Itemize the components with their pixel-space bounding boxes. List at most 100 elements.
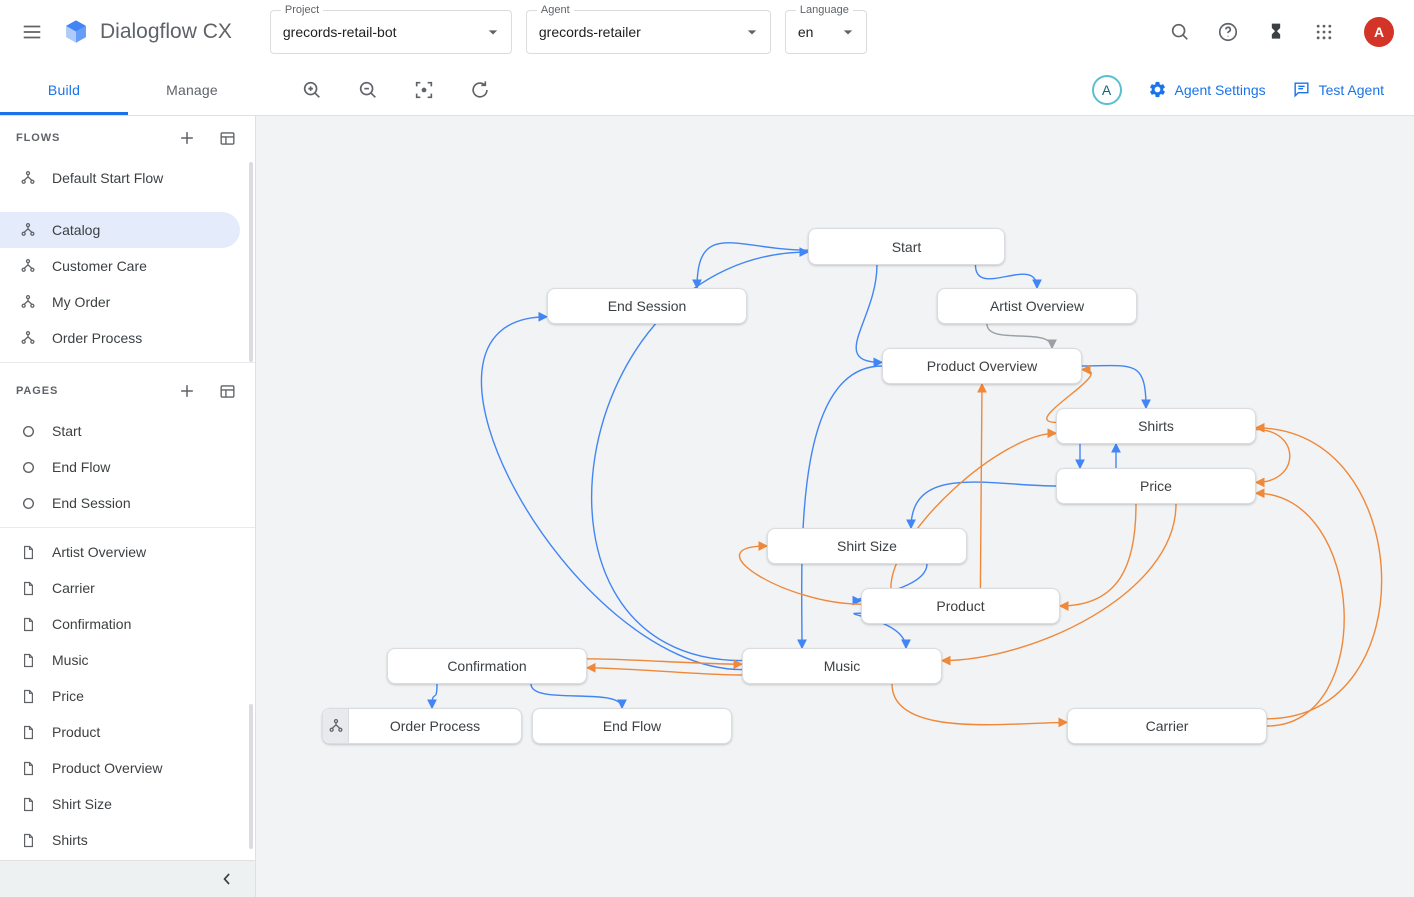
page-item-label: End Session bbox=[52, 495, 131, 511]
node-price[interactable]: Price bbox=[1056, 468, 1256, 504]
page-item-artist-overview[interactable]: Artist Overview bbox=[0, 534, 255, 570]
agent-select[interactable]: Agent grecords-retailer bbox=[525, 4, 771, 54]
agent-settings-button[interactable]: Agent Settings bbox=[1148, 80, 1266, 99]
edge-product-overview-to-shirts bbox=[1081, 364, 1151, 410]
flows-header-label: FLOWS bbox=[16, 132, 61, 144]
context-selectors: Project grecords-retail-bot Agent grecor… bbox=[269, 4, 867, 54]
reset-zoom-icon bbox=[472, 80, 488, 98]
flows-list-view-button[interactable] bbox=[215, 126, 239, 150]
page-item-label: Music bbox=[52, 652, 89, 668]
agent-settings-label: Agent Settings bbox=[1174, 81, 1266, 98]
subbar-right-actions: A Agent Settings Test Agent bbox=[1091, 64, 1414, 115]
flows-section-header: FLOWS bbox=[0, 116, 255, 160]
flow-item-label: Order Process bbox=[52, 330, 143, 346]
flow-item-my-order[interactable]: My Order bbox=[0, 284, 255, 320]
flow-icon bbox=[323, 709, 349, 743]
sidebar-scrollbar[interactable] bbox=[249, 704, 253, 849]
page-item-shirts[interactable]: Shirts bbox=[0, 822, 255, 858]
page-item-carrier[interactable]: Carrier bbox=[0, 570, 255, 606]
apps-button[interactable] bbox=[1304, 12, 1344, 52]
flow-item-label: Customer Care bbox=[52, 258, 147, 274]
language-select[interactable]: Language en bbox=[784, 4, 867, 54]
center-graph-button[interactable] bbox=[404, 70, 444, 110]
app-logo: Dialogflow CX bbox=[62, 18, 232, 46]
node-shirts[interactable]: Shirts bbox=[1056, 408, 1256, 444]
reset-zoom-button[interactable] bbox=[460, 70, 500, 110]
pages-header-label: PAGES bbox=[16, 385, 59, 397]
page-item-product[interactable]: Product bbox=[0, 714, 255, 750]
agent-avatar[interactable]: A bbox=[1091, 74, 1122, 105]
node-music[interactable]: Music bbox=[742, 648, 942, 684]
pending-tasks-button[interactable] bbox=[1256, 12, 1296, 52]
flow-icon bbox=[18, 221, 38, 239]
page-item-label: Product bbox=[52, 724, 101, 740]
flow-item-default-start-flow[interactable]: Default Start Flow bbox=[0, 160, 255, 196]
collapse-sidebar-button[interactable] bbox=[213, 865, 241, 893]
edge-product-overview-to-music bbox=[797, 365, 883, 650]
node-confirmation[interactable]: Confirmation bbox=[387, 648, 587, 684]
page-item-label: Product Overview bbox=[52, 760, 163, 776]
node-label: End Flow bbox=[602, 718, 662, 734]
add-page-button[interactable] bbox=[175, 379, 199, 403]
node-product-overview[interactable]: Product Overview bbox=[882, 348, 1082, 384]
node-start[interactable]: Start bbox=[808, 228, 1005, 265]
page-item-product-overview[interactable]: Product Overview bbox=[0, 750, 255, 786]
page-item-end-session[interactable]: End Session bbox=[0, 485, 255, 521]
node-end-session[interactable]: End Session bbox=[547, 288, 747, 324]
edge-confirmation-to-order-process bbox=[427, 683, 438, 710]
page-item-shirt-size[interactable]: Shirt Size bbox=[0, 786, 255, 822]
node-carrier[interactable]: Carrier bbox=[1067, 708, 1267, 744]
node-label: Order Process bbox=[389, 718, 481, 734]
page-item-price[interactable]: Price bbox=[0, 678, 255, 714]
edge-music-to-start bbox=[590, 247, 810, 662]
pages-list-view-button[interactable] bbox=[215, 379, 239, 403]
page-item-confirmation[interactable]: Confirmation bbox=[0, 606, 255, 642]
flow-icon bbox=[18, 293, 38, 311]
help-button[interactable] bbox=[1208, 12, 1248, 52]
page-item-end-flow[interactable]: End Flow bbox=[0, 449, 255, 485]
node-order-process[interactable]: Order Process bbox=[322, 708, 522, 744]
edge-start-to-end-session bbox=[692, 242, 809, 290]
agent-select-label: Agent bbox=[536, 4, 574, 16]
sidebar-divider bbox=[0, 527, 255, 528]
add-flow-button[interactable] bbox=[175, 126, 199, 150]
node-product[interactable]: Product bbox=[861, 588, 1060, 624]
node-shirt-size[interactable]: Shirt Size bbox=[767, 528, 967, 564]
top-app-bar: Dialogflow CX Project grecords-retail-bo… bbox=[0, 0, 1414, 64]
page-item-label: Shirts bbox=[52, 832, 88, 848]
zoom-out-button[interactable] bbox=[348, 70, 388, 110]
zoom-in-button[interactable] bbox=[292, 70, 332, 110]
account-avatar[interactable]: A bbox=[1364, 17, 1394, 47]
tab-manage[interactable]: Manage bbox=[166, 81, 218, 98]
hourglass-icon bbox=[1271, 23, 1281, 39]
test-agent-button[interactable]: Test Agent bbox=[1292, 80, 1384, 99]
page-item-start[interactable]: Start bbox=[0, 413, 255, 449]
project-select[interactable]: Project grecords-retail-bot bbox=[269, 4, 512, 54]
flow-item-catalog[interactable]: Catalog bbox=[0, 212, 240, 248]
edge-start-to-artist-overview bbox=[974, 264, 1042, 290]
dropdown-caret-icon bbox=[843, 30, 853, 35]
page-icon bbox=[18, 580, 38, 597]
flow-item-customer-care[interactable]: Customer Care bbox=[0, 248, 255, 284]
node-end-flow[interactable]: End Flow bbox=[532, 708, 732, 744]
page-item-music[interactable]: Music bbox=[0, 642, 255, 678]
pages-section-header: PAGES bbox=[0, 369, 255, 413]
search-button[interactable] bbox=[1160, 12, 1200, 52]
ring-icon bbox=[18, 459, 38, 476]
sub-toolbar: Build Manage A Agent Settings Test Agent bbox=[0, 64, 1414, 116]
node-artist-overview[interactable]: Artist Overview bbox=[937, 288, 1137, 324]
edge-price-to-music bbox=[940, 503, 1177, 666]
flow-item-label: My Order bbox=[52, 294, 111, 310]
page-icon bbox=[18, 616, 38, 633]
tab-build[interactable]: Build bbox=[0, 64, 128, 115]
sidebar-scrollbar[interactable] bbox=[249, 162, 253, 362]
node-label: Price bbox=[1140, 478, 1172, 494]
menu-button[interactable] bbox=[12, 12, 52, 52]
node-label: Product Overview bbox=[926, 358, 1038, 374]
zoom-in-icon bbox=[303, 81, 320, 98]
flow-item-order-process[interactable]: Order Process bbox=[0, 320, 255, 356]
edge-confirmation-to-end-flow bbox=[530, 683, 627, 710]
